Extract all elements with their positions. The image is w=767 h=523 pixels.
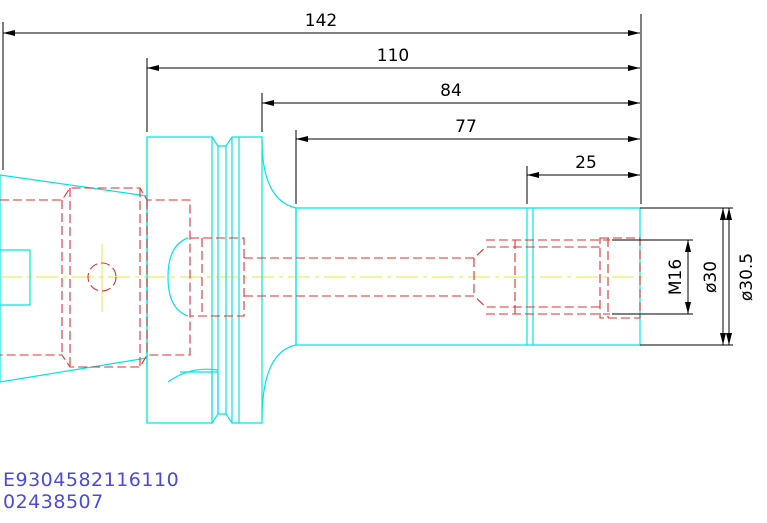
shoulder-fillet-top bbox=[261, 139, 297, 209]
taper-shank-outline bbox=[0, 174, 148, 383]
dim-text-84: 84 bbox=[440, 81, 462, 101]
dim-text-m16: M16 bbox=[666, 259, 686, 295]
flange-pocket bbox=[167, 237, 189, 317]
dim-text-25: 25 bbox=[575, 153, 597, 173]
dim-text-142: 142 bbox=[305, 11, 337, 31]
dim-text-77: 77 bbox=[455, 117, 477, 137]
part-outline bbox=[0, 136, 641, 424]
dim-text-d30-5: ø30.5 bbox=[737, 253, 757, 301]
dim-text-110: 110 bbox=[377, 46, 409, 66]
centerlines bbox=[0, 244, 648, 312]
counterbore bbox=[486, 239, 610, 315]
dimensions bbox=[2, 14, 733, 346]
dim-text-d30: ø30 bbox=[701, 261, 721, 293]
flange-notch-bottom bbox=[180, 371, 219, 420]
flange-bore bbox=[190, 237, 245, 317]
drive-slot bbox=[0, 249, 31, 306]
gripper-groove bbox=[211, 136, 219, 424]
cross-hole bbox=[87, 262, 117, 292]
shoulder-fillet-bottom bbox=[261, 344, 297, 421]
hidden-lines bbox=[0, 187, 641, 368]
coolant-passage bbox=[244, 246, 600, 308]
part-code-1: E9304582116110 bbox=[3, 469, 180, 491]
part-code-2: 02438507 bbox=[3, 491, 104, 513]
flange-right bbox=[239, 136, 263, 424]
thread-bore bbox=[599, 237, 641, 319]
taper-bore bbox=[0, 187, 191, 368]
